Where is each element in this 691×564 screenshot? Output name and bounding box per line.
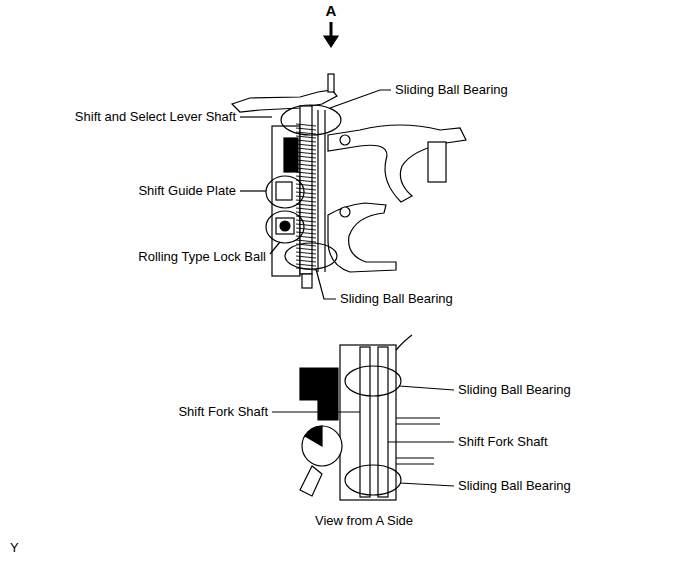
spring-coil [296,220,316,222]
lock-ball-housing [276,218,294,234]
spring-coil [296,228,316,230]
spring-coil [296,148,316,150]
spring-coil [296,196,316,198]
leader-line [400,483,454,486]
spring-coil [296,144,316,146]
leader-line [272,411,360,412]
spring-coil [296,192,316,194]
leader-line [330,90,391,108]
part-name: Sliding Ball Bearing [395,83,508,98]
fork-shaft [324,110,325,272]
spring-coil [296,156,316,158]
spring-coil [296,160,316,162]
highlight-circle [281,105,341,135]
fork-shaft [378,347,388,497]
part-name: Shift Fork Shaft [178,405,268,420]
part-name: Rolling Type Lock Ball [138,250,266,265]
rod [396,417,440,418]
spring-coil [296,232,316,234]
upper-assembly [232,22,466,299]
part-name: Sliding Ball Bearing [458,383,571,398]
fork-shaft [360,347,370,497]
fork-boss [340,207,350,217]
gear [302,426,342,466]
shaft-end [302,274,312,288]
lever [232,90,337,112]
shift-fork [328,203,396,272]
spring-coil [296,176,316,178]
part-name: Sliding Ball Bearing [458,479,571,494]
spring-coil [296,136,316,138]
spring-coil [296,208,316,210]
highlight-circle [285,243,337,269]
part-name: Sliding Ball Bearing [340,292,453,307]
guide-plate [276,182,292,200]
spring-coil [296,168,316,170]
rod [396,463,434,464]
spring-coil [296,172,316,174]
spring-coil [296,204,316,206]
shift-fork [328,125,466,202]
spring-coil [296,164,316,166]
part-name: Shift Fork Shaft [458,435,548,450]
gear-dark [305,426,322,446]
highlight-circle [345,465,401,495]
lock-ball [280,221,290,231]
spring-coil [296,152,316,154]
lower-view [272,335,454,500]
spring [296,124,316,270]
lever-pin [328,74,334,92]
leader-line [388,441,454,442]
leader-line [240,190,266,191]
fork-detail [428,142,446,182]
spring-coil [296,240,316,242]
highlight-circle [345,366,401,396]
housing-dark [284,138,298,172]
spring-coil [296,200,316,202]
leader-line [240,116,272,117]
corner-mark: Y [10,541,19,556]
spring-coil [296,124,316,126]
rod [396,457,434,458]
spring-coil [296,212,316,214]
rod [396,423,440,424]
view-letter: A [326,2,337,19]
leader-line [270,242,280,254]
leader-line [399,386,454,390]
spring-coil [296,128,316,130]
stub [300,466,322,496]
spring-coil [296,224,316,226]
part-name: Shift and Select Lever Shaft [75,110,236,125]
fork-boss [340,135,350,145]
spring-coil [296,188,316,190]
arrow-head [324,36,338,47]
spring-coil [296,264,316,266]
spring-coil [296,248,316,250]
highlight-circle [266,176,304,208]
spring-coil [296,184,316,186]
spring-coil [296,252,316,254]
highlight-circle [266,211,304,243]
view-caption: View from A Side [315,514,413,529]
part-name: Shift Guide Plate [138,184,236,199]
spring-coil [296,140,316,142]
leader-line [316,269,336,299]
wire [396,335,412,350]
spring-coil [296,260,316,262]
spring-coil [296,256,316,258]
